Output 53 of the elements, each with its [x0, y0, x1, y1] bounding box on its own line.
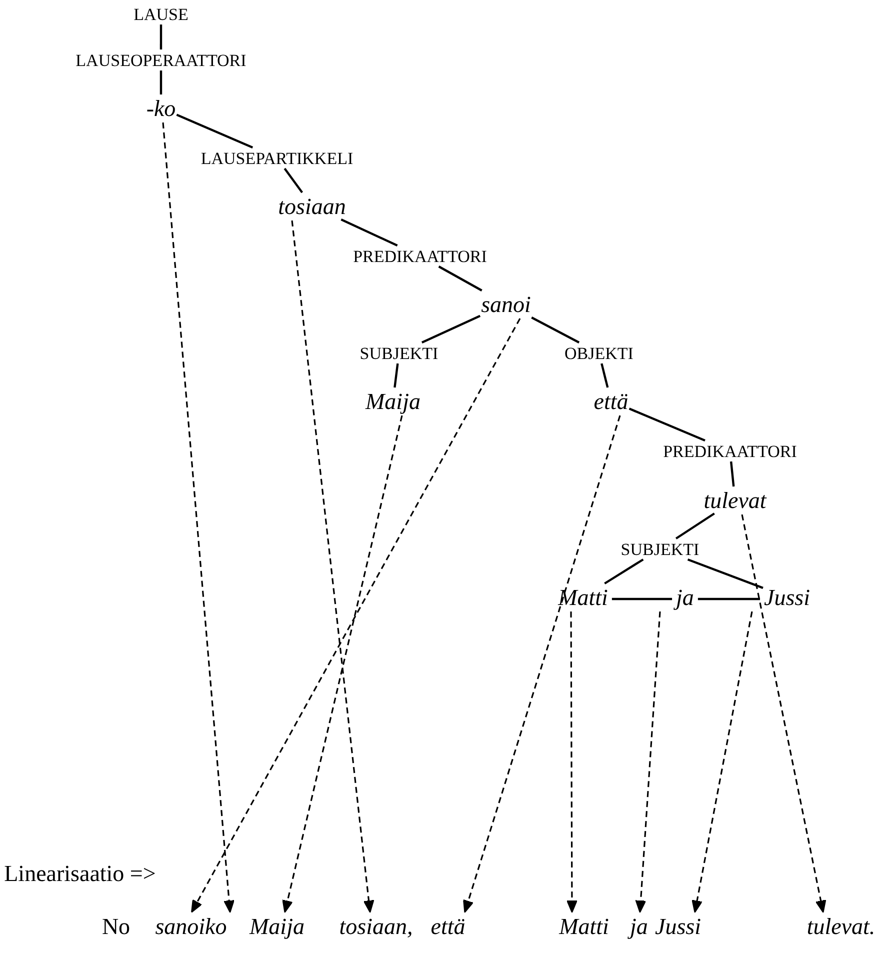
word-label: Maija [366, 388, 420, 414]
dashed-arrow [191, 318, 521, 913]
tree-branch-line [730, 461, 735, 487]
tree-branch-line [604, 558, 644, 584]
annotation-text: Linearisaatio => [4, 862, 156, 884]
tree-branch-line [340, 218, 398, 246]
tree-branch-line [675, 512, 715, 540]
category-label: PREDIKAATTORI [353, 246, 487, 266]
tree-branch-line [160, 70, 162, 94]
tree-branch-line [612, 598, 672, 600]
tree-branch-line [600, 363, 609, 388]
word-label: ja [676, 584, 694, 610]
dashed-arrow [635, 611, 661, 913]
tree-branch-line [698, 598, 760, 600]
word-label: Matti [559, 914, 609, 938]
word-label: tulevat [704, 488, 766, 512]
word-label: -ko [146, 96, 176, 120]
word-label: että [594, 388, 628, 414]
word-label: sanoiko [155, 914, 227, 938]
tree-branch-line [394, 363, 399, 388]
category-label: LAUSEOPERAATTORI [76, 50, 246, 70]
tree-branch-line [176, 114, 254, 148]
word-label: tulevat. [806, 914, 876, 938]
word-label: Maija [250, 914, 304, 938]
tree-branch-line [284, 168, 304, 194]
dashed-arrow [463, 415, 621, 913]
dashed-arrow [162, 122, 235, 913]
dashed-arrow [291, 220, 374, 913]
dashed-arrow [566, 612, 578, 913]
word-label: Jussi [655, 914, 701, 938]
word-label: tosiaan, [339, 914, 413, 938]
category-label: SUBJEKTI [360, 344, 438, 362]
word-label: ja [630, 914, 648, 938]
category-label: OBJEKTI [564, 344, 634, 362]
word-label: sanoi [481, 292, 531, 316]
word-label: No [102, 914, 130, 938]
category-label: LAUSEPARTIKKELI [200, 148, 354, 168]
category-label: SUBJEKTI [620, 540, 700, 558]
dashed-arrow [282, 415, 403, 913]
category-label: PREDIKAATTORI [663, 442, 797, 460]
tree-branch-line [531, 316, 580, 344]
tree-branch-line [687, 558, 764, 589]
word-label: että [430, 914, 466, 938]
dashed-arrow [741, 514, 826, 913]
tree-branch-line [628, 408, 706, 442]
dashed-arrow [692, 611, 753, 913]
tree-branch-line [438, 266, 482, 292]
word-label: Matti [558, 584, 608, 610]
word-label: tosiaan [278, 194, 346, 218]
tree-branch-line [421, 314, 481, 344]
tree-branch-line [160, 24, 162, 50]
word-label: Jussi [764, 584, 810, 610]
category-label: LAUSE [134, 4, 188, 24]
